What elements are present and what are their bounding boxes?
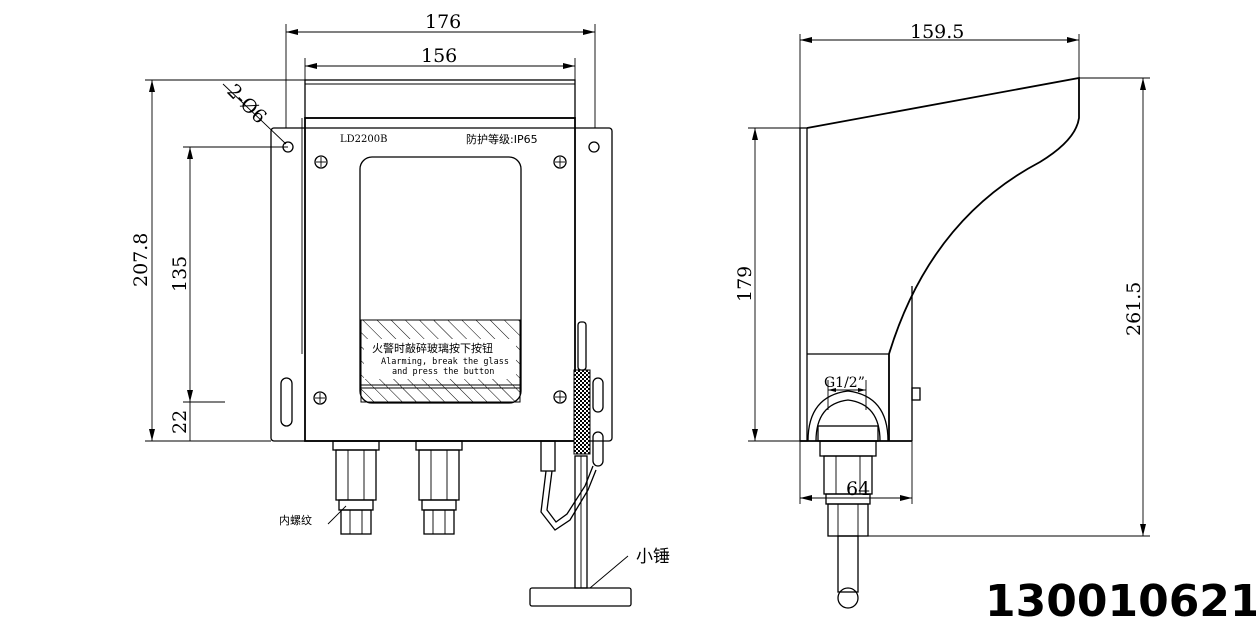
hammer-icon xyxy=(529,455,632,607)
hammer-chain xyxy=(540,321,604,531)
side-cable-gland xyxy=(807,390,889,609)
dim-overall-height: 207.8 xyxy=(130,233,152,287)
dim-side-height-right: 261.5 xyxy=(1123,282,1145,336)
dim-side-depth: 159.5 xyxy=(910,21,964,43)
side-back-plate xyxy=(799,127,808,442)
side-view: 159.5 179 261.5 G1/2” 64 xyxy=(734,21,1150,609)
glass-instruction-en-2: and press the button xyxy=(392,367,494,377)
dim-overall-width: 176 xyxy=(425,11,461,33)
screw-icon xyxy=(553,390,567,404)
mounting-hole-right xyxy=(588,141,600,153)
cable-gland-right xyxy=(415,440,463,535)
dim-box-width: 156 xyxy=(421,45,457,67)
top-hood xyxy=(304,79,576,119)
inner-thread-callout: 内螺纹 xyxy=(279,513,312,527)
dim-hole-spacing: 135 xyxy=(169,256,191,292)
screw-icon xyxy=(313,391,327,405)
screw-icon xyxy=(314,155,328,169)
ip-rating-label: 防护等级:IP65 xyxy=(466,132,538,146)
dim-side-base: 64 xyxy=(846,478,870,500)
model-label: LD2200B xyxy=(340,134,387,145)
front-view: LD2200B 防护等级:IP65 火警时敲碎玻璃按下按钮 Alarming, … xyxy=(130,11,670,607)
hammer-callout: 小锤 xyxy=(636,547,670,567)
side-hood-profile xyxy=(806,76,1080,441)
glass-window xyxy=(359,156,522,404)
cable-gland-left xyxy=(332,440,380,535)
phone-number: 13001062119 xyxy=(985,576,1256,627)
dim-thread: G1/2” xyxy=(824,375,865,391)
glass-instruction-en-1: Alarming, break the glass xyxy=(381,357,509,367)
dim-hole-callout: 2-Ø6 xyxy=(222,80,270,128)
mounting-slot xyxy=(280,377,293,427)
dim-side-height-left: 179 xyxy=(734,266,756,302)
glass-instruction-cn: 火警时敲碎玻璃按下按钮 xyxy=(372,341,493,355)
screw-icon xyxy=(553,155,567,169)
dim-bottom-offset: 22 xyxy=(169,410,191,434)
